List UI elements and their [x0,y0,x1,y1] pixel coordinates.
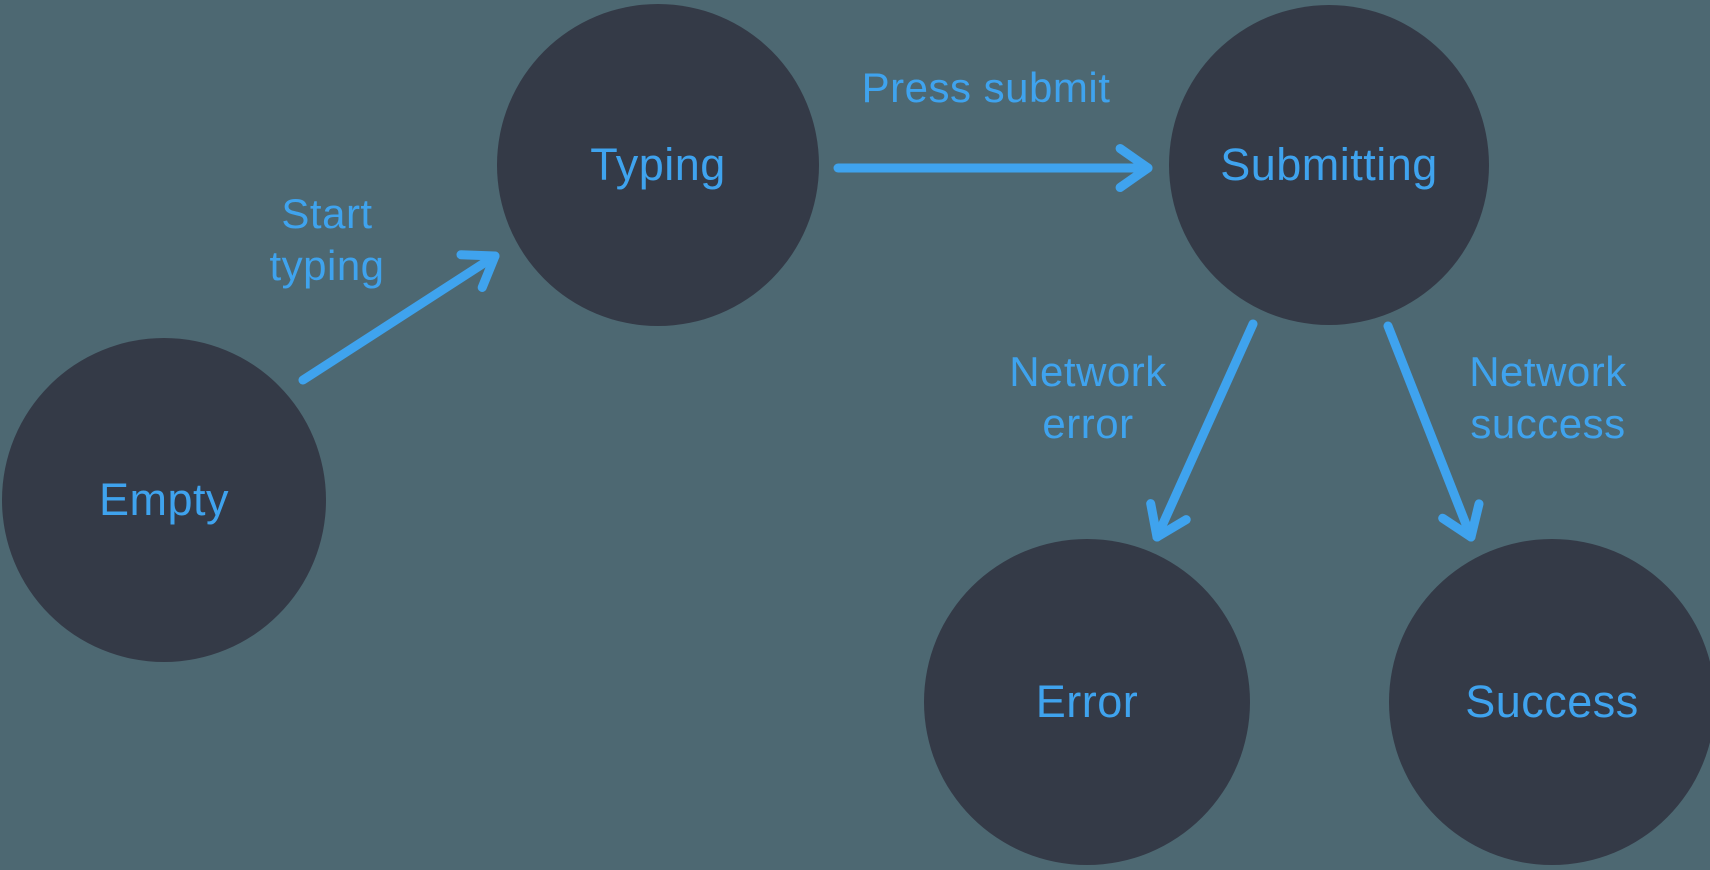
node-label-success: Success [1465,676,1639,727]
node-empty: Empty [2,338,326,662]
node-label-empty: Empty [98,474,230,525]
edge-label-network-success: Network success [1469,346,1627,450]
arrow-start-typing-shaft [298,251,500,385]
arrow-network-success [1383,321,1484,542]
node-label-typing: Typing [590,139,726,190]
arrow-press-submit-head [1115,144,1153,192]
arrow-start-typing [298,250,500,385]
arrow-network-error-head [1146,499,1191,542]
edge-label-start-typing: Start typing [269,188,384,292]
edge-label-line: Network [1469,348,1627,395]
edge-label-line: Press submit [861,64,1111,111]
arrow-press-submit [833,144,1153,192]
node-error: Error [924,539,1250,865]
edge-label-press-submit: Press submit [862,62,1111,114]
node-submitting: Submitting [1169,5,1489,325]
arrow-network-success-shaft [1383,321,1476,542]
arrow-network-error [1146,319,1258,542]
arrow-network-error-shaft [1152,319,1258,542]
arrow-network-success-head [1438,499,1484,542]
edge-label-line: typing [269,242,385,289]
edge-label-line: Start [281,190,373,237]
edge-label-network-error: Network error [1009,346,1167,450]
edge-label-line: success [1470,400,1626,447]
node-typing: Typing [497,4,819,326]
node-label-error: Error [1035,676,1139,727]
edge-label-line: Network [1009,348,1167,395]
edge-label-line: error [1042,400,1134,447]
arrow-start-typing-head [456,250,500,292]
node-label-submitting: Submitting [1220,139,1438,190]
node-success: Success [1389,539,1710,865]
